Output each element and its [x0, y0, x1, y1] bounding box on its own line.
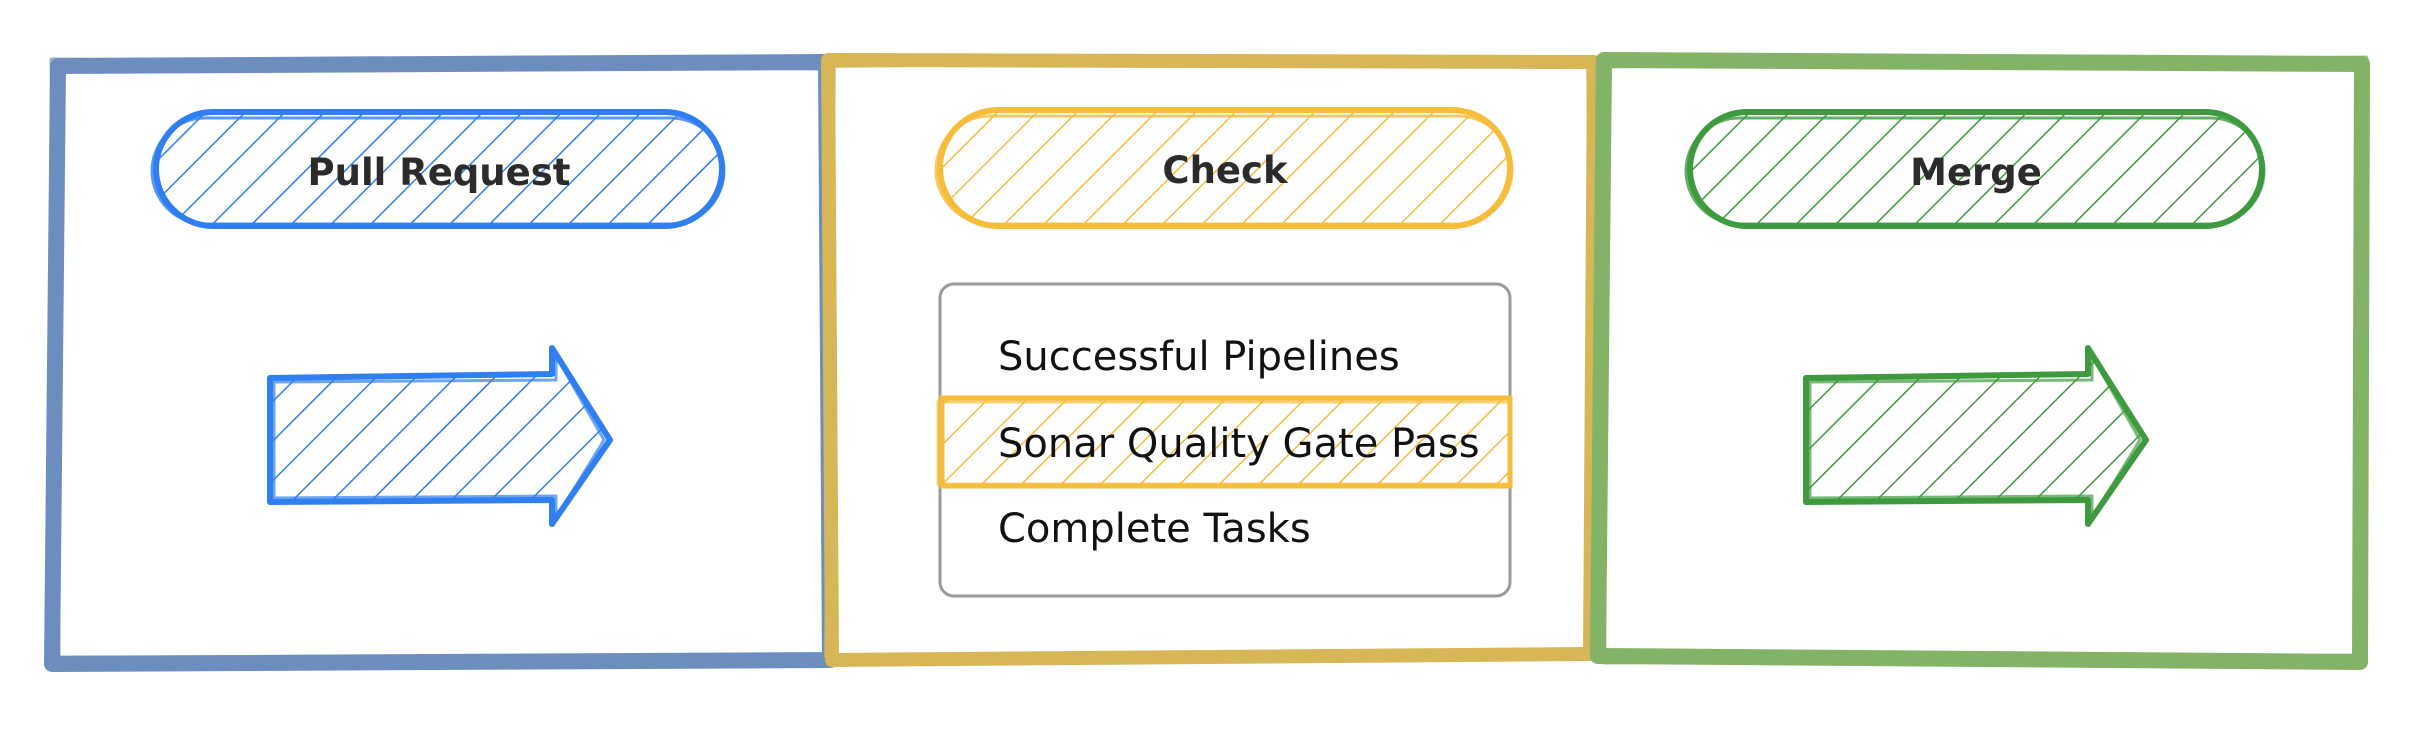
pill-merge-sketch — [1684, 116, 2266, 226]
stage-frame-merge-sketch — [1595, 55, 2369, 665]
arrow-right-icon — [267, 345, 613, 527]
stage-label-pull-request: Pull Request — [308, 151, 571, 194]
stage-pull-request: Pull Request — [44, 54, 838, 672]
pill-merge — [1687, 109, 2265, 229]
pill-check-sketch — [934, 114, 1514, 226]
check-item-sonar-quality-gate-pass: Sonar Quality Gate Pass — [998, 421, 1480, 467]
pill-check — [937, 107, 1513, 229]
check-item-highlight — [936, 395, 1513, 489]
arrow-right-icon — [1803, 345, 2149, 527]
stage-label-merge: Merge — [1910, 151, 2042, 194]
stage-merge: Merge — [1590, 52, 2370, 670]
pill-pull-request-sketch — [150, 116, 726, 226]
check-item-successful-pipelines: Successful Pipelines — [998, 334, 1400, 380]
stage-check: Check Successful Pipelines Sonar Quality… — [821, 53, 1601, 667]
stage-label-check: Check — [1162, 149, 1289, 192]
pill-pull-request — [153, 109, 725, 229]
check-item-complete-tasks: Complete Tasks — [998, 506, 1311, 552]
